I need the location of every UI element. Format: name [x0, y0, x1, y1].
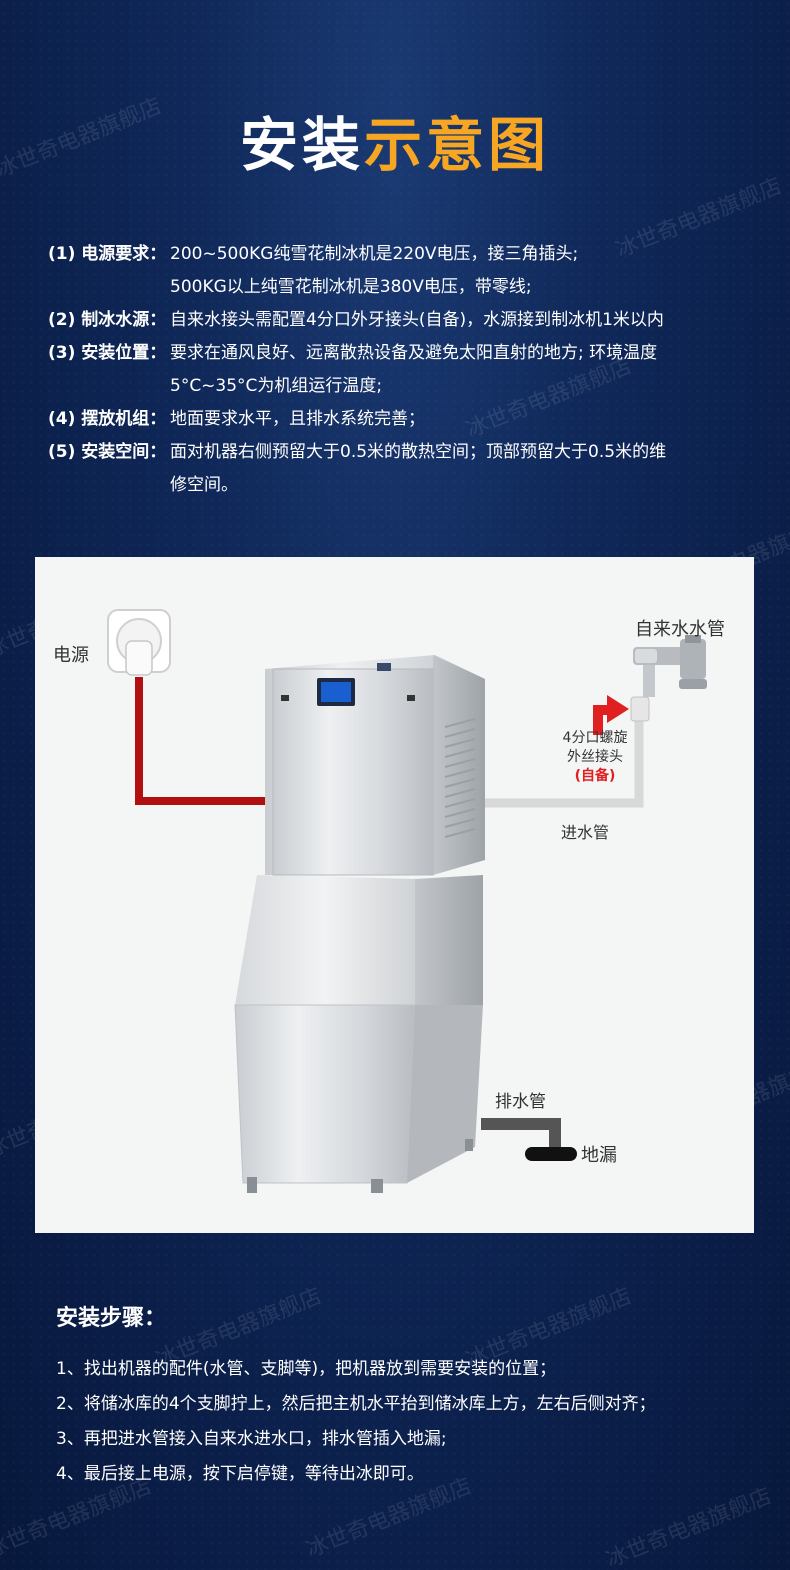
requirement-text: 自来水接头需配置4分口外牙接头(自备)，水源接到制冰机1米以内 [170, 310, 664, 330]
requirement-item: (4) 摆放机组： 地面要求水平，且排水系统完善； [48, 403, 768, 436]
requirement-text: 200~500KG纯雪花制冰机是220V电压，接三角插头; [170, 244, 579, 264]
requirement-text: 要求在通风良好、远离散热设备及避免太阳直射的地方; 环境温度 [170, 343, 658, 363]
step-item: 3、再把进水管接入自来水进水口，排水管插入地漏; [56, 1429, 447, 1449]
requirement-label: (5) 安装空间： [48, 442, 167, 462]
faucet-icon [630, 635, 707, 722]
requirement-label: (3) 安装位置： [48, 343, 167, 363]
ice-maker-head [265, 655, 485, 876]
requirement-item: (5) 安装空间： 面对机器右侧预留大于0.5米的散热空间；顶部预留大于0.5米… [48, 436, 768, 469]
step-item: 1、找出机器的配件(水管、支脚等)，把机器放到需要安装的位置； [56, 1359, 557, 1379]
requirement-text: 面对机器右侧预留大于0.5米的散热空间；顶部预留大于0.5米的维 [170, 442, 667, 462]
title-part-1: 安装 [239, 111, 364, 179]
requirements-list: (1) 电源要求： 200~500KG纯雪花制冰机是220V电压，接三角插头; … [48, 238, 768, 502]
requirement-item: (1) 电源要求： 200~500KG纯雪花制冰机是220V电压，接三角插头; [48, 238, 768, 271]
title-part-2: 示意图 [364, 111, 551, 179]
step-item: 4、最后接上电源，按下启停键，等待出冰即可。 [56, 1464, 424, 1484]
connector-note: (自备) [574, 768, 616, 784]
drain-pipe [481, 1118, 561, 1153]
requirement-text-cont: 5°C~35°C为机组运行温度; [170, 376, 383, 396]
power-label: 电源 [53, 645, 89, 666]
steps-title: 安装步骤： [56, 1306, 167, 1331]
requirement-label: (1) 电源要求： [48, 244, 167, 264]
requirement-item: (2) 制冰水源： 自来水接头需配置4分口外牙接头(自备)，水源接到制冰机1米以… [48, 304, 768, 337]
connector-label: 4分口螺旋 外丝接头 (自备) [545, 729, 645, 786]
inlet-pipe-label: 进水管 [561, 823, 610, 842]
requirement-text-cont: 500KG以上纯雪花制冰机是380V电压，带零线; [170, 277, 532, 297]
drain-pipe-label: 排水管 [495, 1092, 546, 1112]
requirement-label: (2) 制冰水源： [48, 310, 167, 330]
page-title: 安装示意图 [0, 98, 790, 182]
requirement-text-cont: 修空间。 [170, 475, 238, 495]
floor-drain-label: 地漏 [581, 1145, 617, 1166]
arrow-icon [593, 695, 629, 735]
display-screen [321, 682, 351, 702]
power-cable [135, 677, 275, 805]
requirement-label: (4) 摆放机组： [48, 409, 167, 429]
connector-label-line-2: 外丝接头 [567, 749, 623, 765]
connector-label-line-1: 4分口螺旋 [562, 730, 628, 746]
tap-label: 自来水水管 [635, 619, 725, 640]
ice-storage-bin [234, 875, 483, 1193]
wall-socket-icon [107, 609, 171, 676]
installation-diagram-svg [107, 609, 707, 1193]
water-inlet-pipe [483, 717, 644, 808]
step-item: 2、将储冰库的4个支脚拧上，然后把主机水平抬到储冰库上方，左右后侧对齐； [56, 1394, 656, 1414]
installation-diagram: 电源 自来水水管 4分口螺旋 外丝接头 (自备) 进水管 排水管 地漏 [35, 557, 754, 1233]
steps-list: 1、找出机器的配件(水管、支脚等)，把机器放到需要安装的位置； 2、将储冰库的4… [56, 1352, 776, 1492]
floor-drain [525, 1147, 577, 1161]
requirement-text: 地面要求水平，且排水系统完善； [170, 409, 425, 429]
requirement-item: (3) 安装位置： 要求在通风良好、远离散热设备及避免太阳直射的地方; 环境温度 [48, 337, 768, 370]
